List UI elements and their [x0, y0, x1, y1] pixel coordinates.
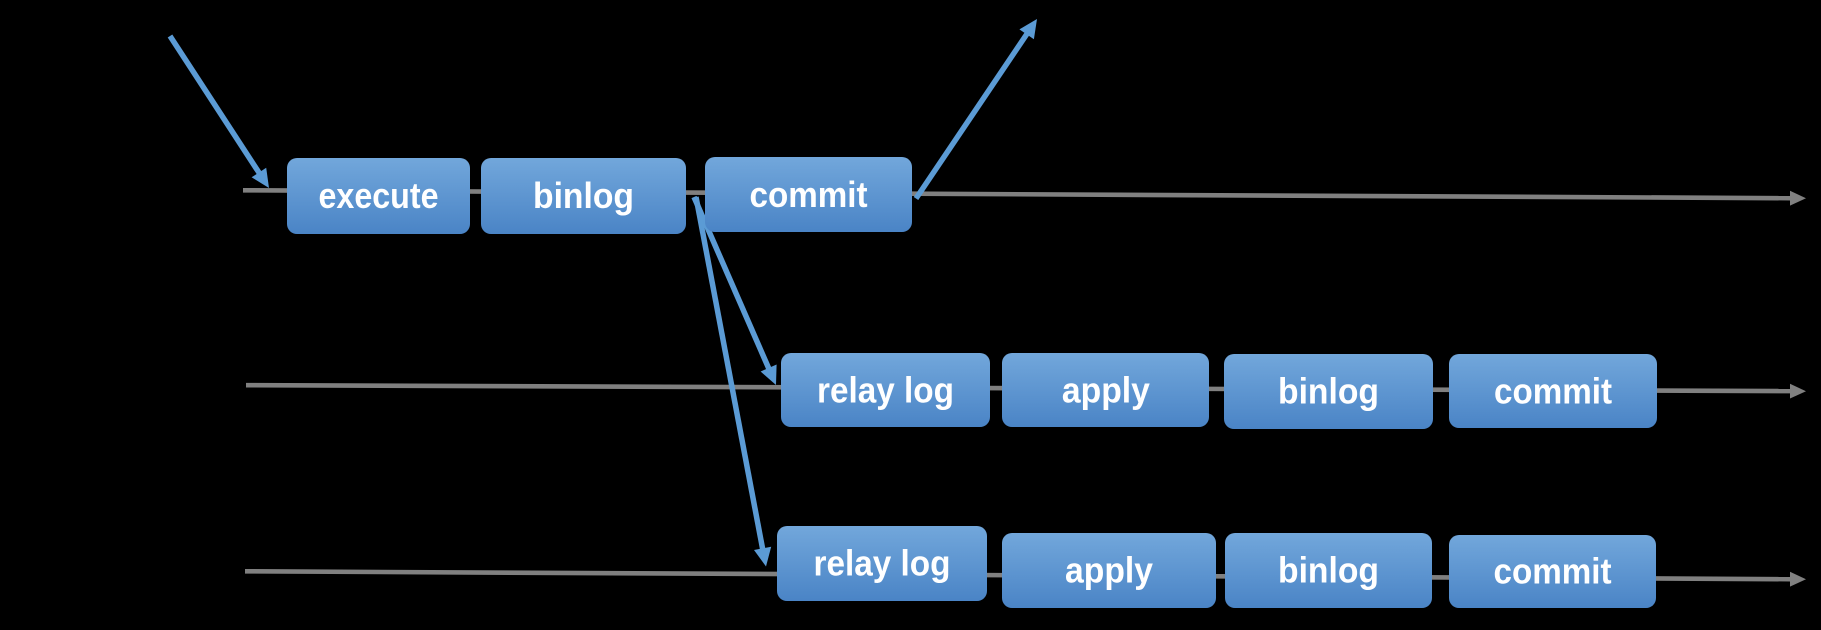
svg-text:binlog: binlog	[1278, 549, 1379, 590]
svg-text:binlog: binlog	[1278, 371, 1379, 412]
svg-text:commit: commit	[750, 174, 868, 215]
svg-text:commit: commit	[1494, 371, 1612, 412]
svg-text:relay log: relay log	[814, 542, 951, 583]
svg-text:relay log: relay log	[817, 370, 954, 411]
svg-text:apply: apply	[1065, 549, 1153, 590]
svg-text:execute: execute	[319, 175, 439, 216]
svg-text:binlog: binlog	[533, 175, 634, 216]
svg-text:commit: commit	[1494, 551, 1612, 592]
svg-text:apply: apply	[1062, 370, 1150, 411]
